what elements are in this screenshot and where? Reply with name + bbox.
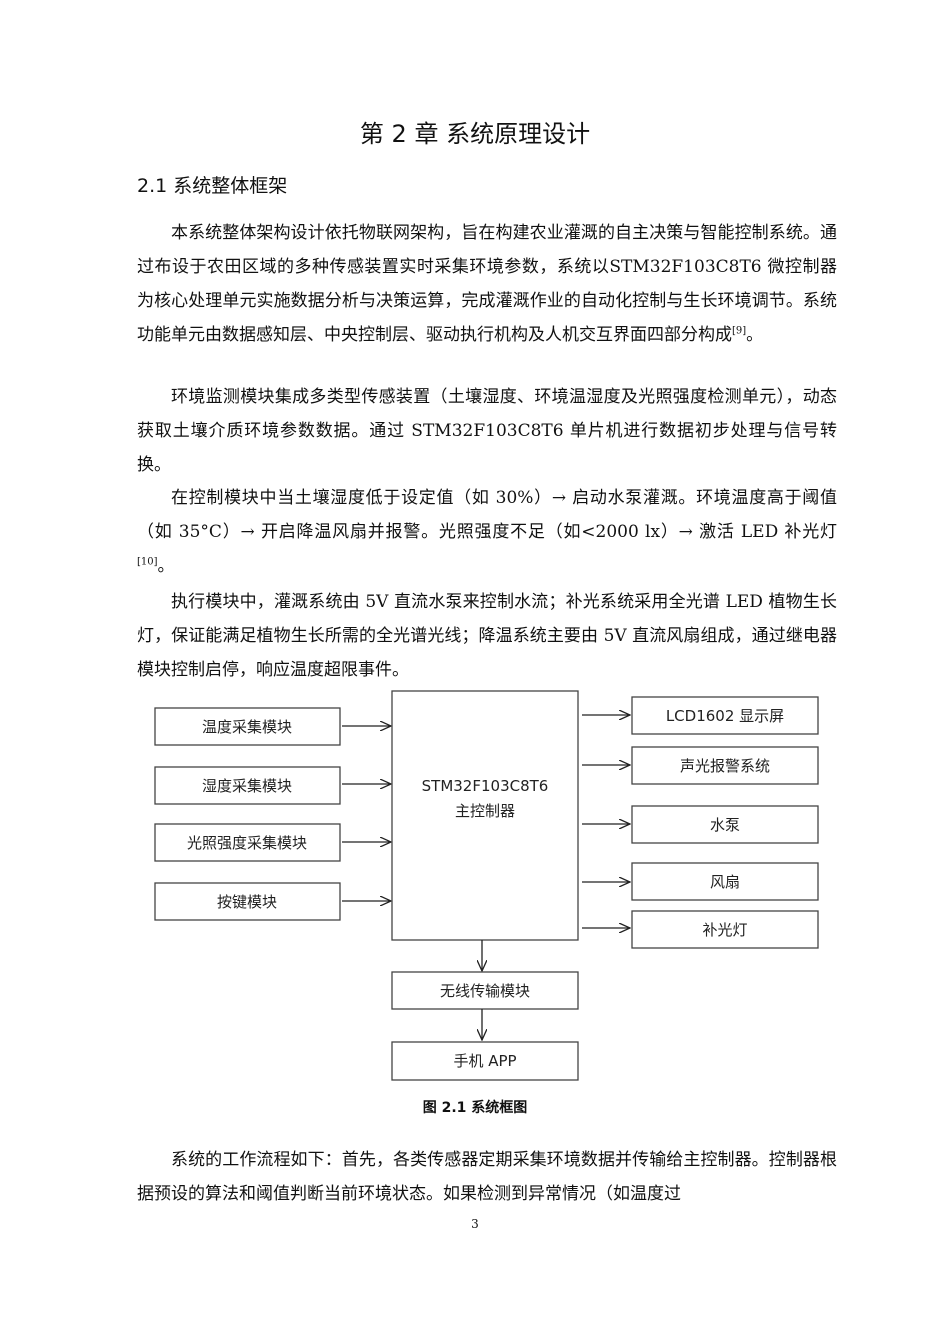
output-box-lcd (631, 696, 819, 735)
paragraph-1-text: 本系统整体架构设计依托物联网架构，旨在构建农业灌溉的自主决策与智能控制系统。通过… (137, 223, 837, 345)
paragraph-4: 执行模块中，灌溉系统由 5V 直流水泵来控制水流；补光系统采用全光谱 LED 植… (137, 592, 837, 680)
input-box-keys (154, 882, 341, 921)
output-label-alarm: 声光报警系统 (680, 757, 770, 775)
output-box-alarm (631, 746, 819, 785)
controller-label-role: 主控制器 (455, 802, 515, 820)
controller-box (391, 690, 579, 941)
controller-label-chip: STM32F103C8T6 (422, 777, 549, 795)
input-box-temperature (154, 707, 341, 746)
output-label-pump: 水泵 (710, 816, 740, 834)
wireless-box (391, 971, 579, 1010)
output-box-pump (631, 805, 819, 844)
page-number: 3 (471, 1217, 479, 1231)
citation-10: [10] (137, 556, 158, 568)
input-label-temperature: 温度采集模块 (202, 718, 292, 736)
output-label-lcd: LCD1602 显示屏 (666, 707, 784, 725)
figure-caption: 图 2.1 系统框图 (422, 1100, 528, 1116)
phone-app-box (391, 1041, 579, 1081)
phone-app-label: 手机 APP (453, 1052, 516, 1070)
section-title: 2.1 系统整体框架 (137, 175, 288, 197)
input-box-light (154, 823, 341, 862)
chapter-title: 第 2 章 系统原理设计 (359, 120, 591, 148)
paragraph-1-end: 。 (746, 325, 764, 345)
paragraph-1: 本系统整体架构设计依托物联网架构，旨在构建农业灌溉的自主决策与智能控制系统。通过… (137, 216, 837, 352)
paragraph-2: 环境监测模块集成多类型传感装置（土壤湿度、环境温湿度及光照强度检测单元），动态获… (137, 387, 837, 475)
wireless-label: 无线传输模块 (440, 982, 530, 1000)
input-label-keys: 按键模块 (217, 893, 277, 911)
output-label-growlight: 补光灯 (702, 921, 747, 939)
input-box-humidity (154, 766, 341, 805)
output-box-fan (631, 862, 819, 901)
output-label-fan: 风扇 (710, 873, 740, 891)
citation-9: [9] (732, 325, 747, 337)
input-label-light: 光照强度采集模块 (187, 834, 307, 852)
paragraph-3-end: 。 (157, 556, 175, 576)
paragraph-3-text: 在控制模块中当土壤湿度低于设定值（如 30%）→ 启动水泵灌溉。环境温度高于阈值… (137, 488, 837, 542)
paragraph-5: 系统的工作流程如下：首先，各类传感器定期采集环境数据并传输给主控制器。控制器根据… (137, 1150, 837, 1204)
output-box-growlight (631, 910, 819, 949)
paragraph-3: 在控制模块中当土壤湿度低于设定值（如 30%）→ 启动水泵灌溉。环境温度高于阈值… (137, 481, 837, 583)
system-block-diagram: 温度采集模块 湿度采集模块 光照强度采集模块 按键模块 STM32F103C8T… (154, 690, 819, 1081)
input-label-humidity: 湿度采集模块 (202, 777, 292, 795)
